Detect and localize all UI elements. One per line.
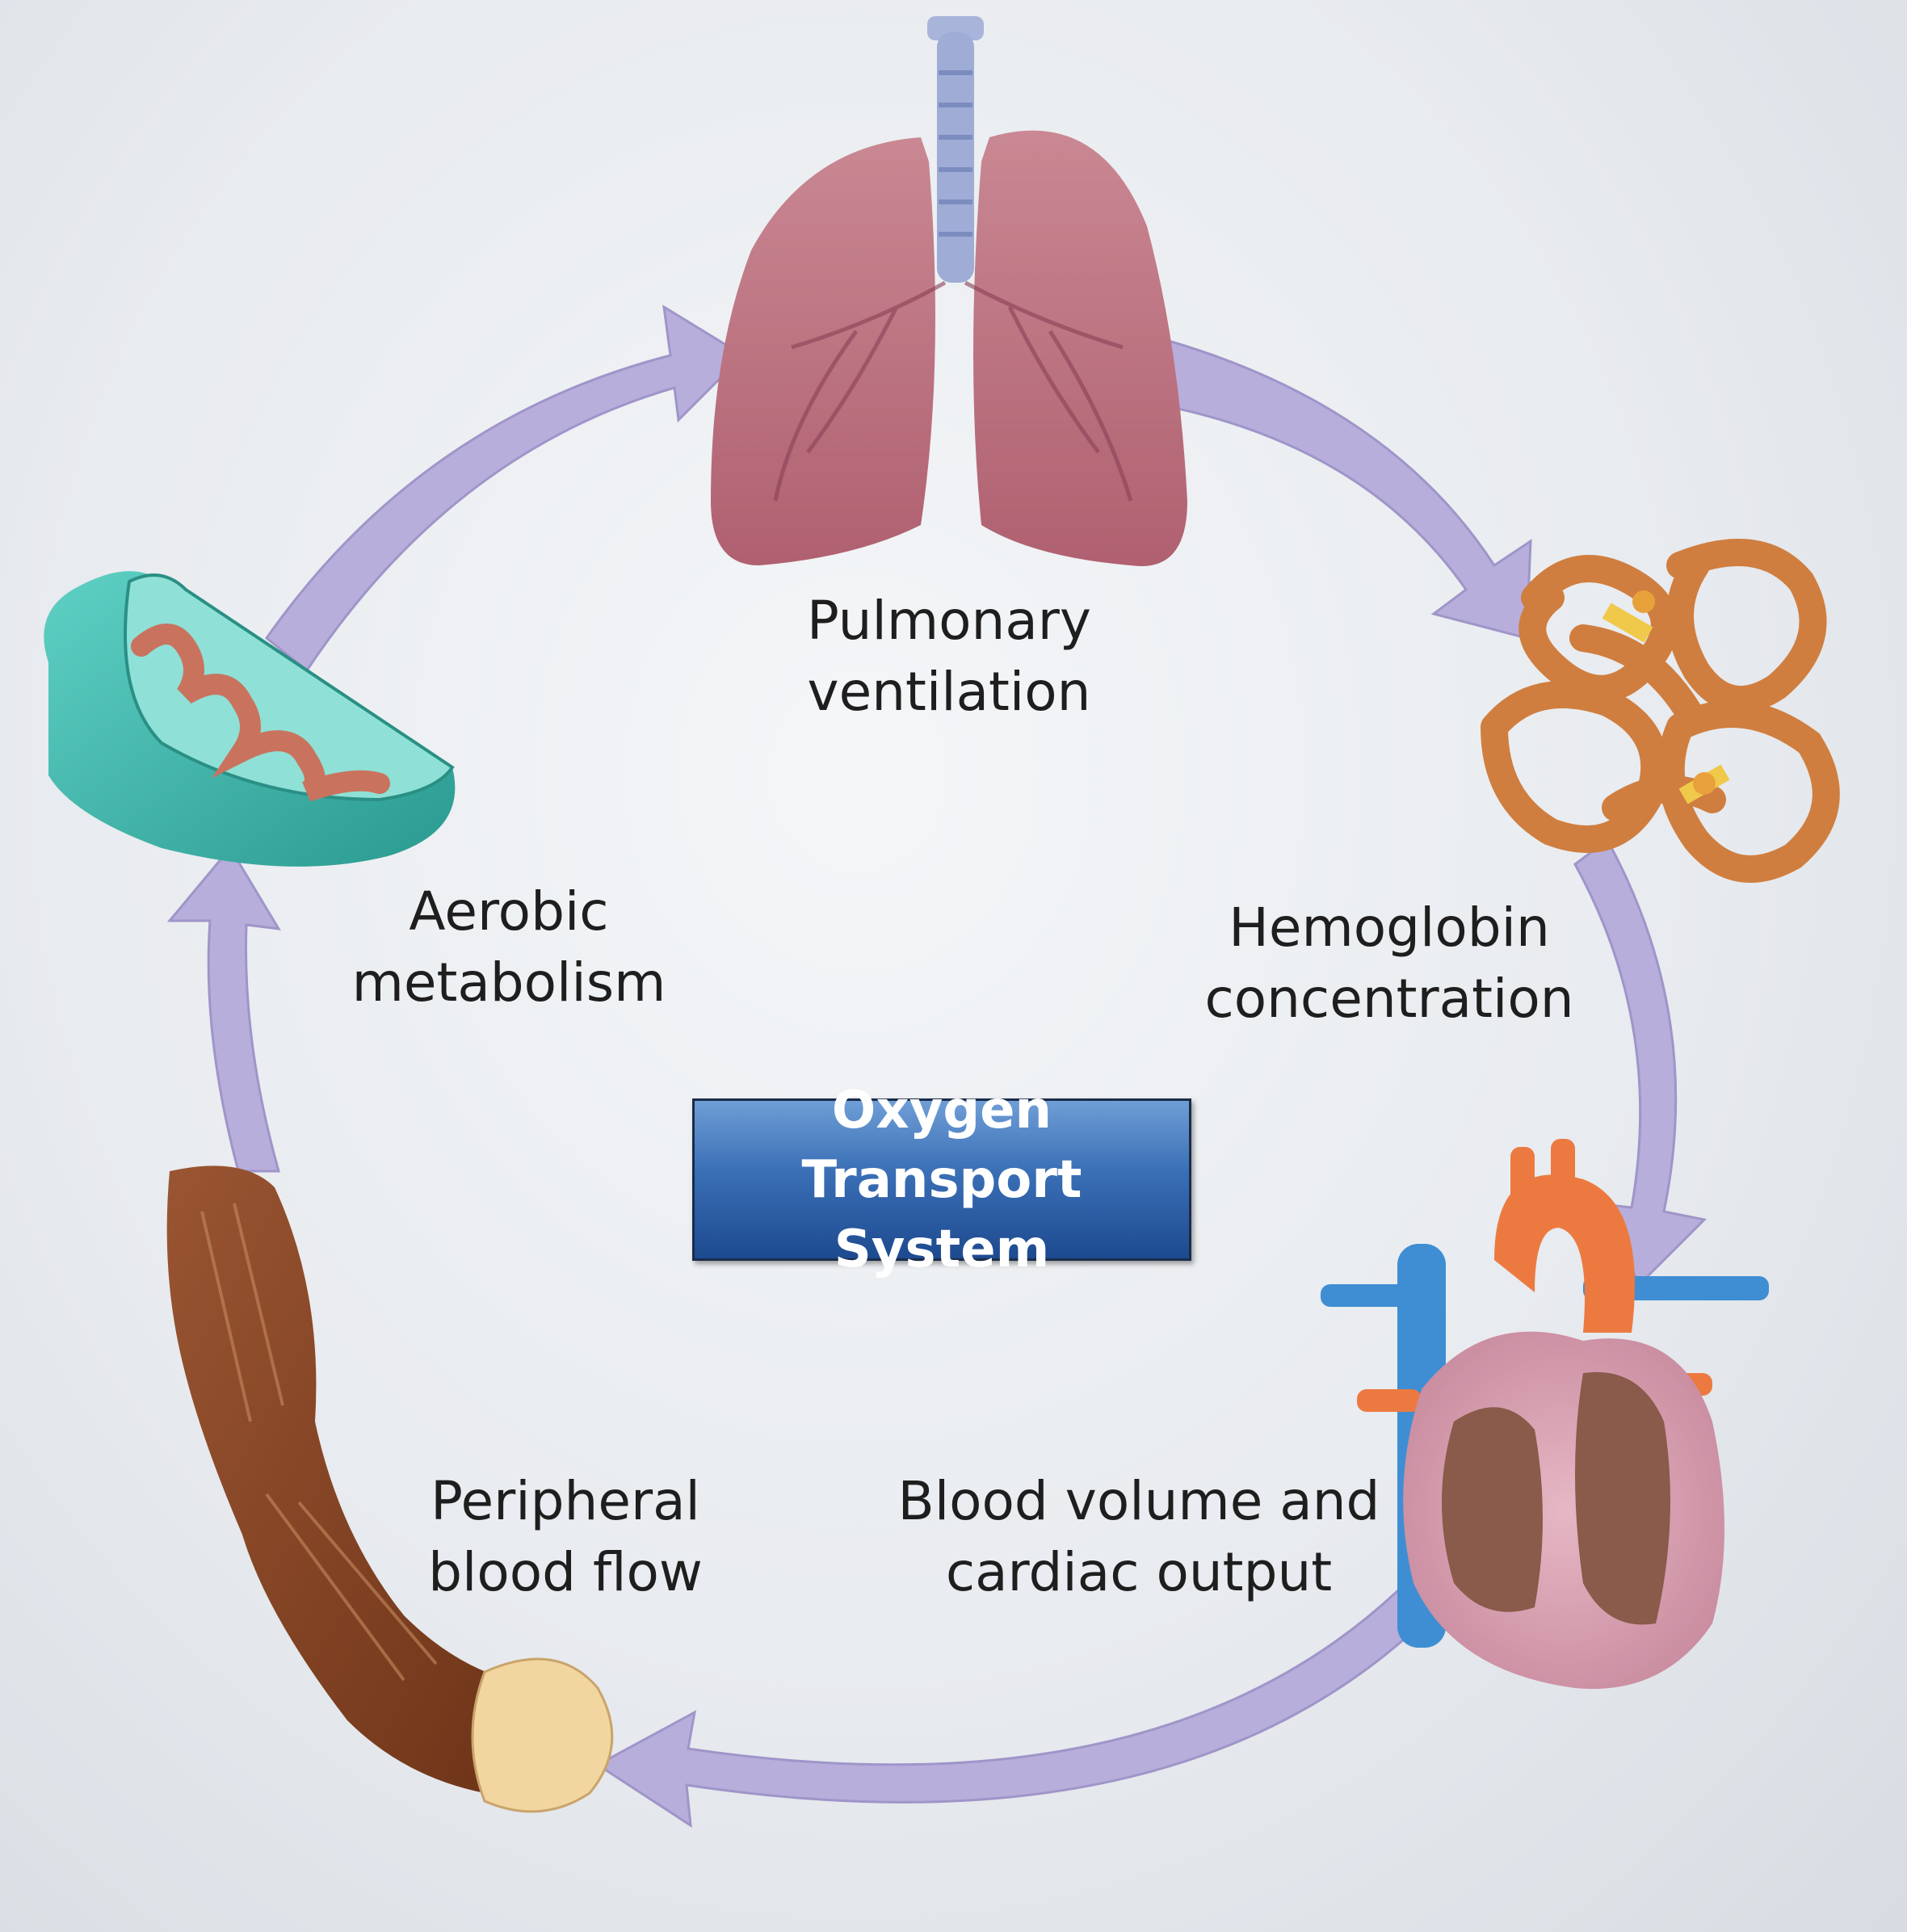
diagram-title: Oxygen Transport System: [801, 1080, 1082, 1279]
heart-icon: [1321, 1139, 1769, 1689]
arrow-to-arm: [595, 1589, 1424, 1828]
label-pulmonary-ventilation: Pulmonary ventilation: [807, 590, 1091, 723]
title-box: Oxygen Transport System: [692, 1081, 1191, 1279]
label-blood-volume-cardiac-output: Blood volume and cardiac output: [897, 1470, 1380, 1603]
arrow-to-lungs: [264, 304, 746, 673]
mitochondrion-icon: [44, 571, 456, 867]
arrow-to-hemoglobin: [1153, 338, 1532, 640]
heme-groups: [1602, 590, 1730, 804]
label-hemoglobin-concentration: Hemoglobin concentration: [1204, 897, 1574, 1030]
lungs-icon: [711, 16, 1187, 566]
arm-muscle-icon: [166, 1166, 614, 1813]
hemoglobin-icon: [1481, 539, 1840, 883]
arrow-to-mitochondrion: [166, 846, 281, 1173]
label-peripheral-blood-flow: Peripheral blood flow: [428, 1470, 703, 1603]
label-aerobic-metabolism: Aerobic metabolism: [351, 880, 666, 1014]
